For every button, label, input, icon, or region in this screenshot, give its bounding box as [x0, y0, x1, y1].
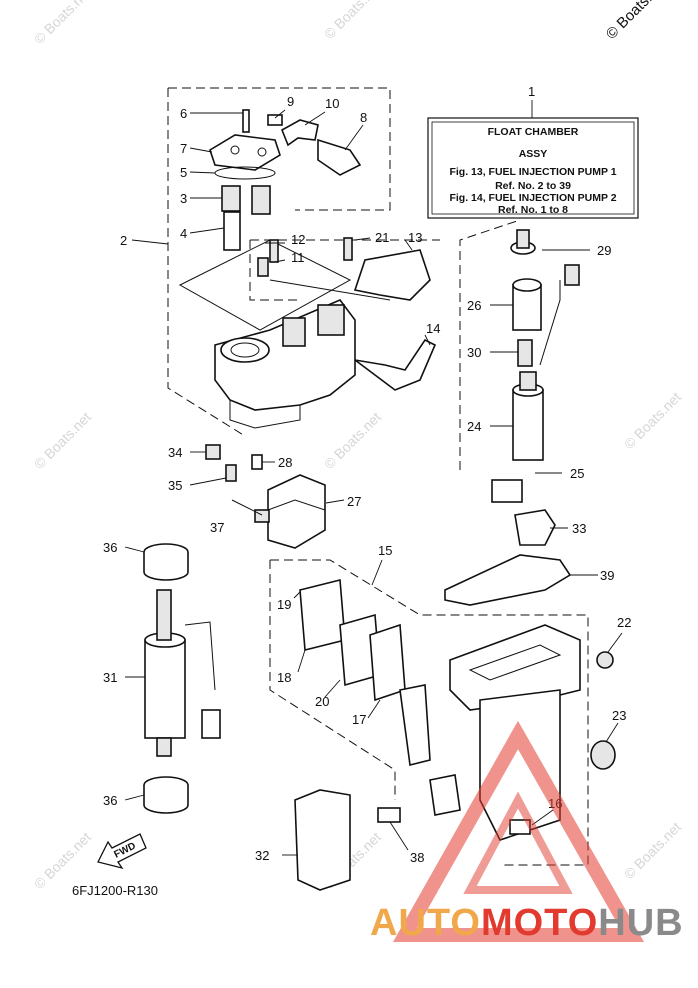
- callout-26: 26: [467, 298, 481, 313]
- callout-4: 4: [180, 226, 187, 241]
- watermark: © Boats.net: [31, 0, 94, 47]
- callout-8: 8: [360, 110, 367, 125]
- info-box-title: FLOAT CHAMBER: [488, 126, 579, 138]
- forward-arrow: FWD: [97, 833, 147, 870]
- callout-29: 29: [597, 243, 611, 258]
- gasket-39: [444, 554, 572, 606]
- fuel-filter-27: [254, 474, 326, 549]
- callout-39: 39: [600, 568, 614, 583]
- leader-lines: [124, 109, 623, 856]
- callout-22: 22: [617, 615, 631, 630]
- fwd-arrow-icon: [97, 833, 147, 870]
- info-box-ref-3: Fig. 14, FUEL INJECTION PUMP 2: [449, 192, 616, 204]
- callout-30: 30: [467, 345, 481, 360]
- callout-6: 6: [180, 106, 187, 121]
- callout-27: 27: [347, 494, 361, 509]
- info-box-ref-1: Fig. 13, FUEL INJECTION PUMP 1: [449, 166, 616, 178]
- assembly-outlines: [167, 87, 589, 866]
- callout-25: 25: [570, 466, 584, 481]
- parts-top-left: [209, 109, 362, 251]
- watermark: © Boats.net: [621, 819, 684, 882]
- callout-9: 9: [287, 94, 294, 109]
- diagram-code: 6FJ1200-R130: [72, 883, 158, 898]
- callout-13: 13: [408, 230, 422, 245]
- callout-10: 10: [325, 96, 339, 111]
- logo-text-auto: AUTO: [370, 902, 481, 944]
- pump-right-column: [491, 229, 580, 546]
- callout-33: 33: [572, 521, 586, 536]
- callout-23: 23: [612, 708, 626, 723]
- automotohub-logo: AUTOMOTOHUB: [370, 720, 684, 944]
- logo-triangle-icon: [393, 720, 645, 942]
- callout-35: 35: [168, 478, 182, 493]
- callout-3: 3: [180, 191, 187, 206]
- callout-15: 15: [378, 543, 392, 558]
- callout-28: 28: [278, 455, 292, 470]
- callout-14: 14: [426, 321, 440, 336]
- info-box-title-2: ASSY: [519, 148, 548, 160]
- fuel-hoses: [257, 237, 437, 391]
- external-pump: [143, 543, 221, 814]
- info-box-ref-2: Ref. No. 2 to 39: [495, 180, 571, 192]
- fuel-pump-body-assembly: [178, 239, 356, 429]
- callout-24: 24: [467, 419, 481, 434]
- info-box: 1 FLOAT CHAMBER ASSY Fig. 13, FUEL INJEC…: [427, 84, 639, 219]
- callout-37: 37: [210, 520, 224, 535]
- callout-2: 2: [120, 233, 127, 248]
- callout-32: 32: [255, 848, 269, 863]
- vapor-separator-assembly: [294, 578, 616, 891]
- logo-text-hub: HUB: [598, 902, 683, 944]
- info-box-ref-4: Ref. No. 1 to 8: [498, 204, 568, 216]
- callout-1: 1: [528, 84, 535, 99]
- callout-31: 31: [103, 670, 117, 685]
- callout-36-bottom: 36: [103, 793, 117, 808]
- watermark: © Boats.net: [321, 0, 384, 42]
- callout-19: 19: [277, 597, 291, 612]
- callout-18: 18: [277, 670, 291, 685]
- callout-38: 38: [410, 850, 424, 865]
- callout-36-top: 36: [103, 540, 117, 555]
- callout-17: 17: [352, 712, 366, 727]
- callout-5: 5: [180, 165, 187, 180]
- watermark: © Boats.net: [321, 409, 384, 472]
- watermark: © Boats.net: [31, 409, 94, 472]
- callout-7: 7: [180, 141, 187, 156]
- callout-12: 12: [291, 232, 305, 247]
- callout-21: 21: [375, 230, 389, 245]
- watermark: © Boats.net: [621, 389, 684, 452]
- logo-text-moto: MOTO: [481, 902, 598, 944]
- logo-text: AUTOMOTOHUB: [370, 902, 684, 944]
- callout-11: 11: [291, 250, 305, 265]
- copyright-mark: © Boats.net: [603, 0, 671, 43]
- callout-20: 20: [315, 694, 329, 709]
- callout-34: 34: [168, 445, 182, 460]
